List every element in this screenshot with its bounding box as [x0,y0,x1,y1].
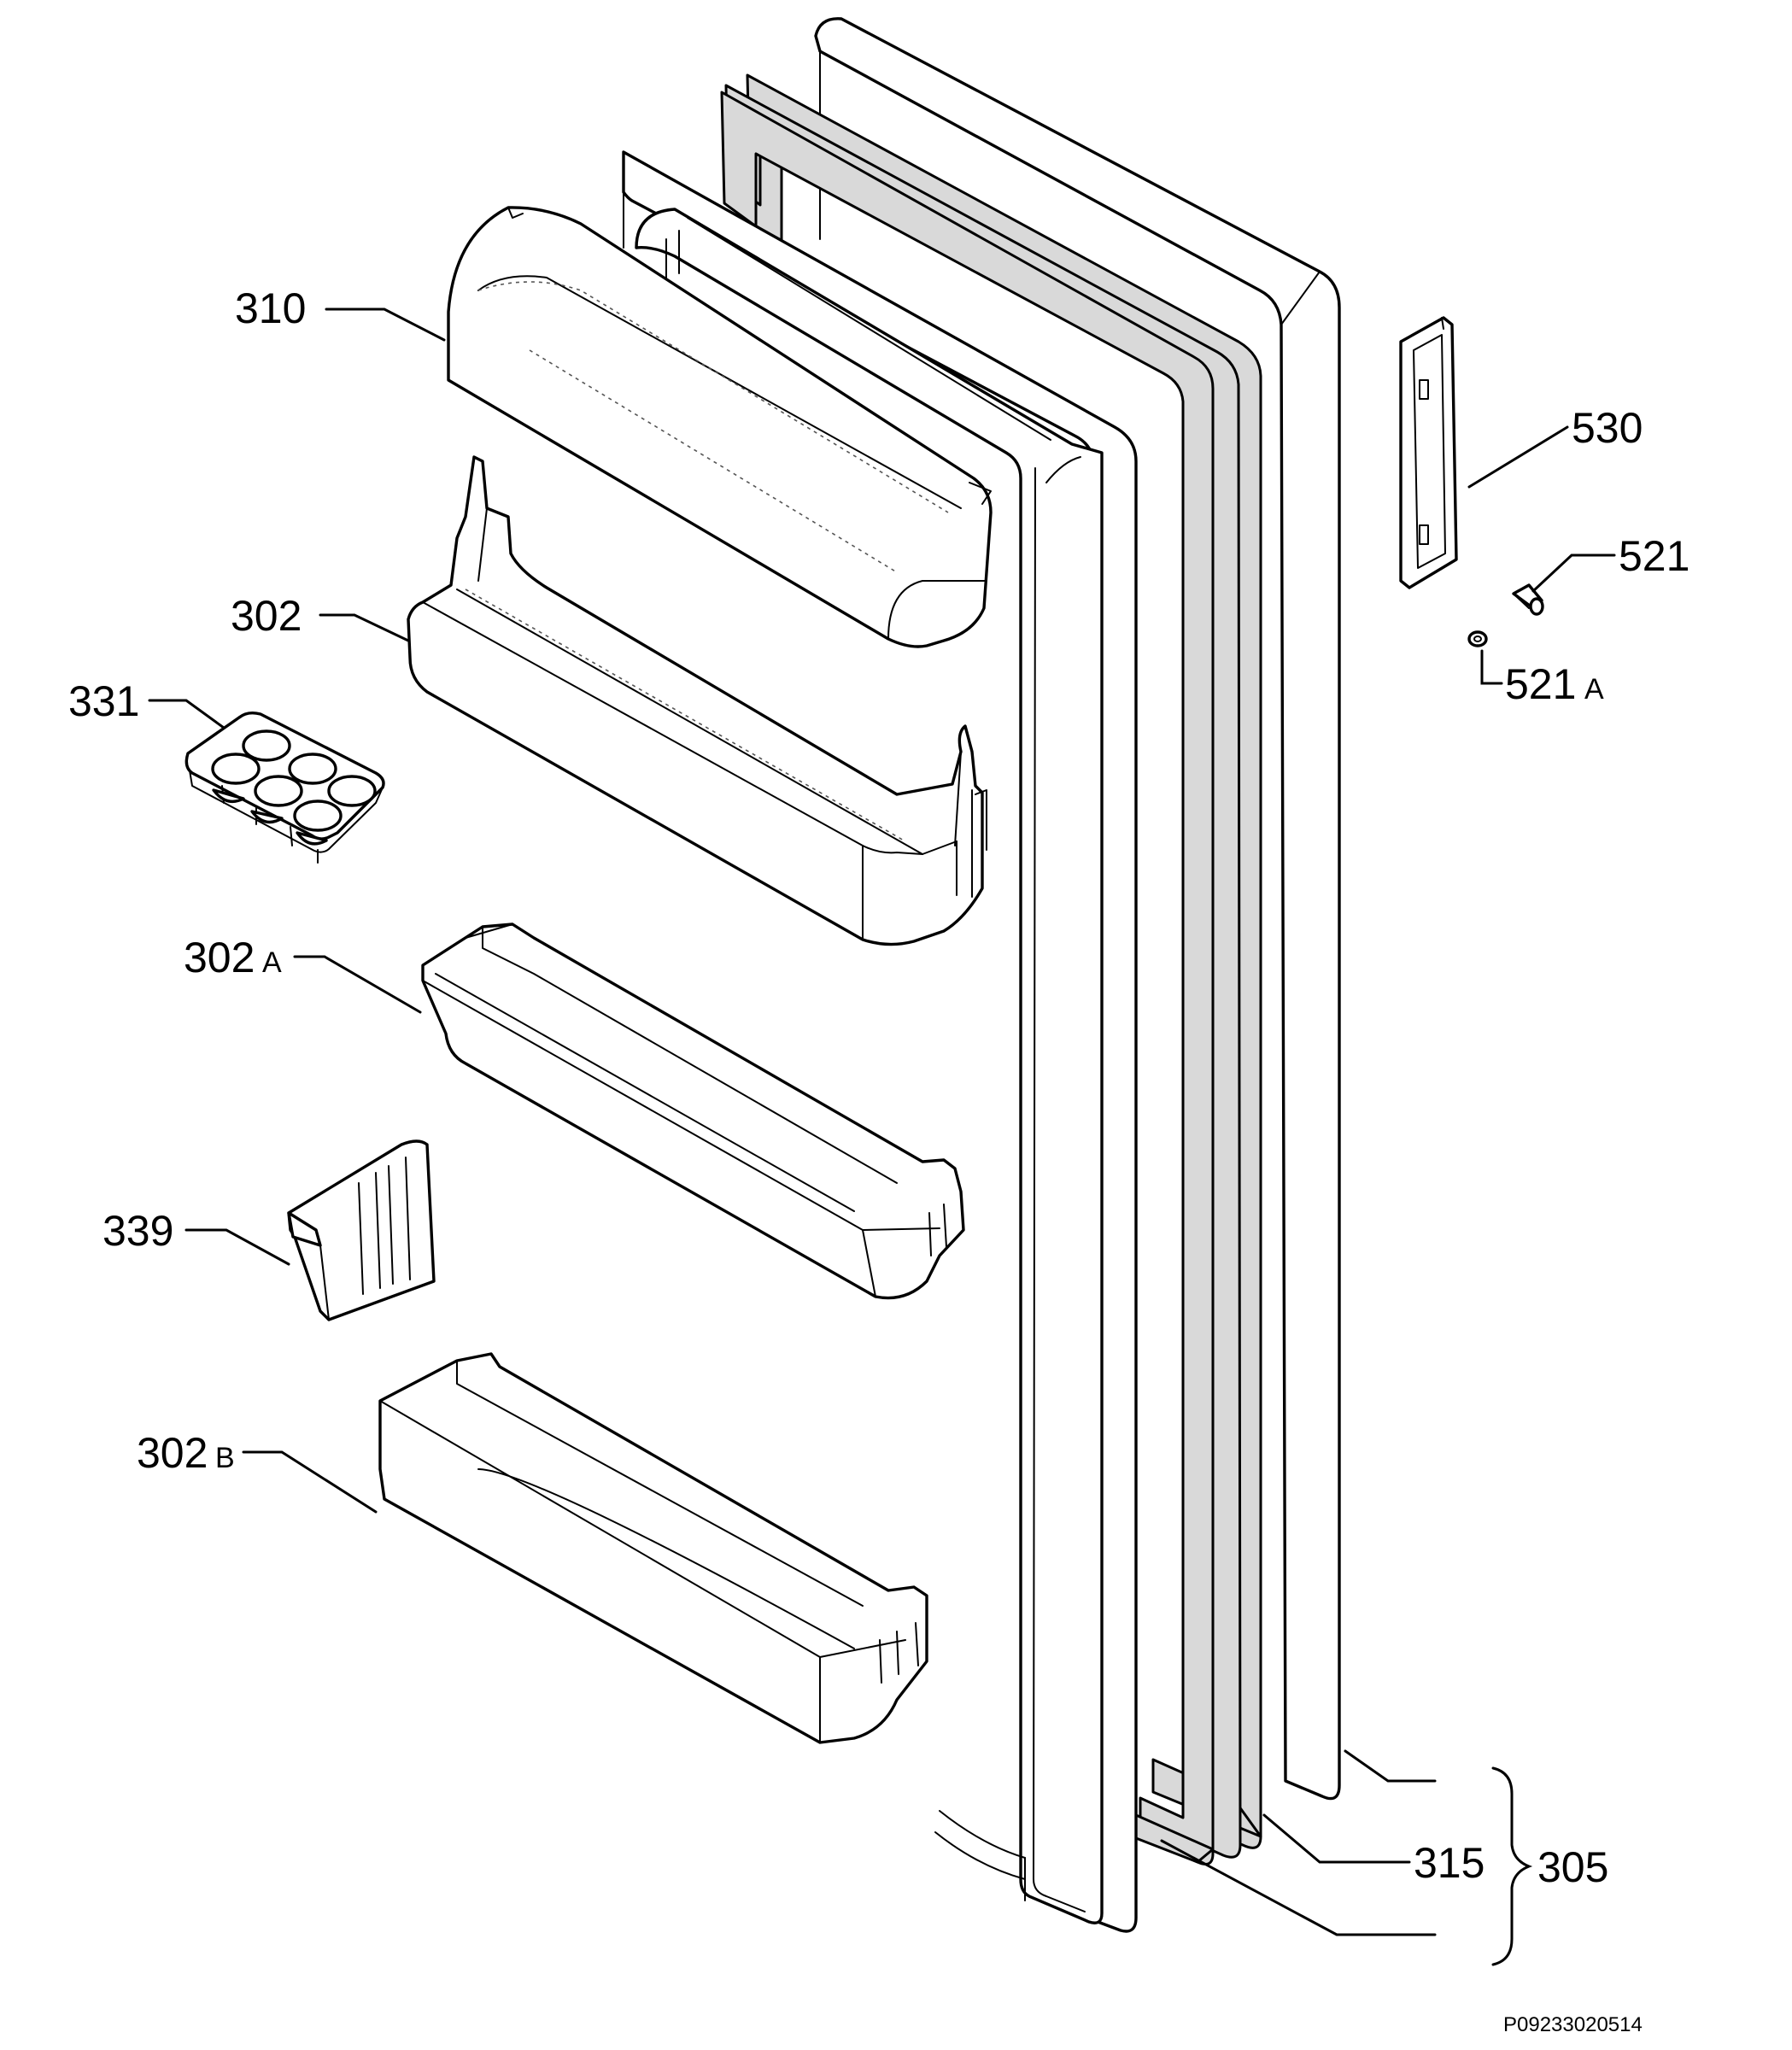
dairy-compartment-flap [447,206,993,648]
label-315: 315 [1414,1839,1485,1887]
label-310: 310 [235,284,306,332]
middle-door-shelf [421,922,965,1300]
label-302b-suffix: B [215,1442,235,1474]
label-521a-suffix: A [1584,673,1604,706]
label-305: 305 [1537,1843,1608,1891]
label-331: 331 [68,677,139,725]
egg-tray [184,711,385,864]
label-302a-suffix: A [262,946,282,979]
bottle-divider [287,1139,436,1321]
screw [1512,583,1544,616]
bottom-door-shelf [378,1352,928,1744]
part-labels: 310 302 331 302 A 339 302 B 530 521 521 … [68,284,1690,2036]
hinge-cover [1399,316,1458,589]
label-521a: 521 [1505,660,1576,708]
reference-code: P09233020514 [1503,2013,1643,2036]
label-339: 339 [102,1207,173,1255]
label-302a: 302 [184,934,255,981]
label-302b: 302 [137,1429,208,1477]
door-inner-liner [622,150,1138,1933]
washer [1467,630,1488,647]
label-521: 521 [1619,532,1690,580]
door-gasket-assembly [720,73,1262,1866]
label-302: 302 [231,592,302,640]
upper-door-shelf [407,455,987,946]
label-530: 530 [1572,404,1643,452]
leader-lines [148,308,1616,1966]
